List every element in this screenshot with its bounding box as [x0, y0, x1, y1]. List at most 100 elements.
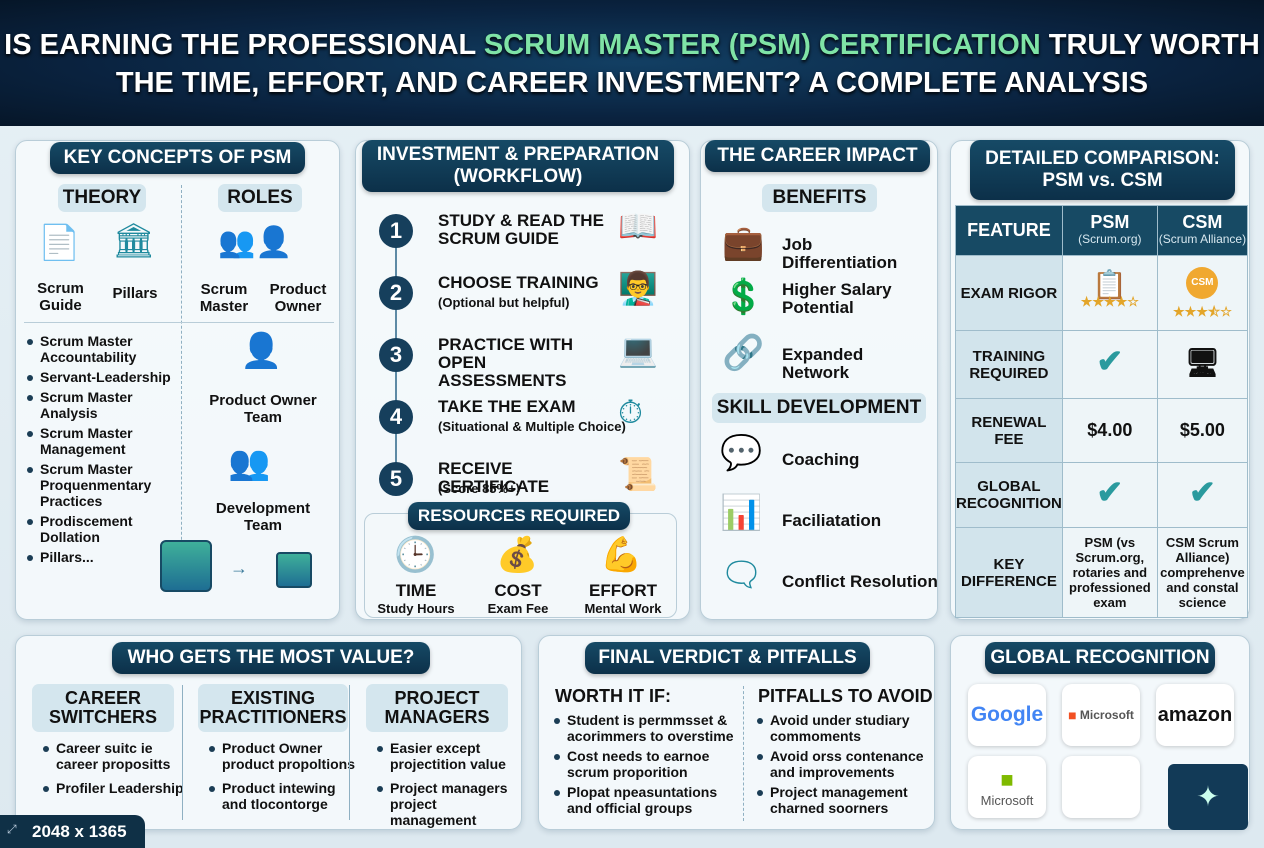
csm-org: (Scrum Alliance) [1158, 231, 1247, 246]
check-icon: ✔ [1189, 473, 1216, 510]
list-item: Scrum Master Management [26, 425, 186, 457]
psm-global: ✔ [1061, 462, 1158, 528]
product-owner-label: Product Owner [269, 281, 327, 315]
money-bag-icon: 💰 [496, 536, 539, 574]
windows-icon: ■ [1000, 766, 1014, 792]
step-number: 5 [379, 462, 413, 496]
clock-icon: 🕒 [394, 536, 437, 574]
skill-item: Faciliatation [782, 511, 882, 530]
book-icon: 📖 [618, 208, 658, 244]
psm-training: ✔ [1061, 330, 1158, 399]
step-title: RECEIVE CERTIFICATE [438, 459, 550, 496]
microsoft-logo: ■ Microsoft [1062, 684, 1140, 746]
value-group-heading: EXISTING PRACTITIONERS [198, 684, 348, 732]
csm-key: CSM Scrum Alliance) comprehenve and cons… [1156, 527, 1249, 618]
step-number: 2 [379, 276, 413, 310]
step-number: 1 [379, 214, 413, 248]
worth-list: Student is permmsset & acorimmers to ove… [553, 712, 743, 820]
theory-heading: THEORY [58, 184, 146, 212]
expand-icon: ⤢ [7, 822, 17, 836]
psm-org: (Scrum.org) [1078, 231, 1142, 246]
certificate-icon: 📜 [618, 456, 658, 492]
step-title: PRACTICE WITH OPEN ASSESSMENTS [438, 335, 574, 390]
list-item: Easier except projectition value [376, 740, 526, 772]
psm-exam-rigor: 📋★★★★☆ [1061, 255, 1158, 331]
title-highlight: SCRUM MASTER (PSM) CERTIFICATION [483, 29, 1041, 61]
microsoft-text: Microsoft [980, 792, 1034, 808]
resource-effort: EFFORT [589, 581, 657, 600]
list-item: Product Owner product propoltions [208, 740, 358, 772]
psm-fee: $4.00 [1061, 398, 1158, 463]
conflict-icon: 🗨 [720, 556, 764, 594]
title-text-end: TRULY WORTH THE TIME, EFFORT, AND CAREER… [115, 29, 1260, 99]
step-number: 4 [379, 400, 413, 434]
amazon-logo: amazon [1156, 684, 1234, 746]
chip-icon [276, 552, 312, 588]
muscle-icon: 💪 [600, 536, 643, 574]
resource-time-sub: Study Hours [377, 601, 455, 616]
skill-item: Coaching [782, 450, 860, 469]
psm-label: PSM [1090, 211, 1130, 232]
career-panel [700, 140, 938, 620]
resources-box [364, 513, 677, 618]
clipboard-icon: 📋 [1092, 269, 1128, 300]
benefit-item: Higher Salary Potential [782, 280, 892, 317]
benefit-item: Expanded Network [782, 345, 864, 382]
psm-rating-stars: ★★★★☆ [1080, 294, 1139, 309]
divider [349, 685, 350, 820]
briefcase-icon: 💼 [722, 224, 765, 262]
list-item: Career suitc ie career propositts [42, 740, 192, 772]
resolution-badge: 2048 x 1365 [0, 815, 145, 848]
comparison-title: DETAILED COMPARISON: PSM vs. CSM [970, 140, 1235, 200]
key-concepts-title: KEY CONCEPTS OF PSM [50, 142, 305, 174]
list-item: Project management charned soorners [756, 784, 931, 816]
microsoft-text: Microsoft [1079, 708, 1134, 722]
divider [743, 686, 744, 821]
check-icon: ✔ [1096, 343, 1124, 379]
list-item: Pillars... [26, 549, 186, 565]
network-icon: 🔗 [722, 334, 765, 372]
pillars-icon: 🏛 [112, 222, 156, 260]
po-team-label: Product Owner Team [209, 392, 317, 426]
list-item: Avoid orss contenance and improvements [756, 748, 931, 780]
arrow-icon: → [230, 558, 248, 578]
sparkle-icon: ✦ [1168, 764, 1248, 830]
step-subtitle: (Optional but helpful) [438, 295, 570, 310]
divider [181, 185, 182, 585]
coaching-icon: 💬 [720, 434, 763, 472]
divider [182, 685, 183, 820]
list-item: Scrum Master Analysis [26, 389, 186, 421]
chip-icon [160, 540, 212, 592]
csm-badge-icon: CSM [1186, 266, 1219, 299]
step-subtitle: (Score 85%+) [438, 481, 521, 496]
list-item: Avoid under studiary commoments [756, 712, 931, 744]
salary-hand-icon: 💲 [722, 278, 765, 316]
person-icon: 👤 [240, 332, 283, 370]
list-item: Student is permmsset & acorimmers to ove… [553, 712, 743, 744]
list-item: Plopat npeasuntations and official group… [553, 784, 743, 816]
row-training: TRAINING REQUIRED [955, 330, 1063, 399]
laptop-icon: 💻 [618, 332, 658, 368]
resource-effort-sub: Mental Work [584, 601, 662, 616]
list-item: Prodiscement Dollation [26, 513, 186, 545]
recognition-title: GLOBAL RECOGNITION [985, 642, 1215, 674]
benefit-item: Job Differentiation [782, 235, 898, 272]
csm-training: 🖥 [1156, 330, 1249, 399]
step-title: STUDY & READ THE SCRUM GUIDE [438, 211, 604, 248]
pitfalls-heading: PITFALLS TO AVOID [758, 686, 933, 706]
microsoft-logo-2: ■Microsoft [968, 756, 1046, 818]
windows-icon: ■ [1068, 707, 1077, 723]
resource-cost: COST [494, 581, 542, 600]
career-title: THE CAREER IMPACT [705, 140, 930, 172]
step-number: 3 [379, 338, 413, 372]
value-title: WHO GETS THE MOST VALUE? [112, 642, 430, 674]
group-icon: 👥 [228, 444, 271, 482]
row-global: GLOBAL RECOGNITION [955, 462, 1063, 528]
list-item: Profiler Leadership [42, 780, 192, 796]
csm-fee: $5.00 [1156, 398, 1249, 463]
scrum-guide-label: Scrum Guide [37, 280, 84, 314]
comparison-table: FEATURE PSM(Scrum.org) CSM(Scrum Allianc… [955, 205, 1249, 618]
